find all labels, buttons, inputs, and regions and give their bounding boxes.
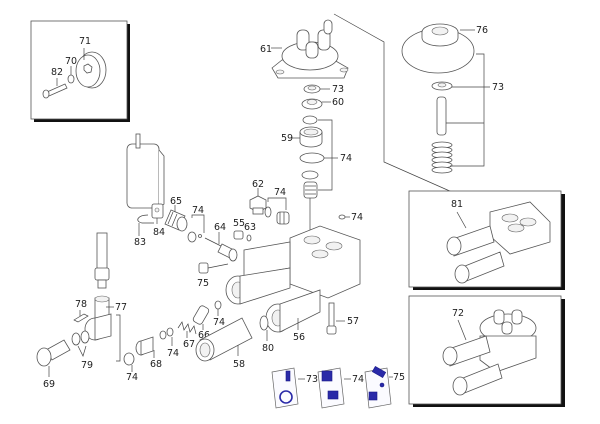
part-pipe[interactable] <box>94 232 110 289</box>
label-71: 71 <box>79 36 91 47</box>
label-58: 58 <box>233 359 245 370</box>
inset-assembly-72: 72 <box>408 295 565 407</box>
part-72-pump-assembly[interactable] <box>442 309 537 396</box>
label-76: 76 <box>476 25 488 36</box>
part-60-seal-retainer[interactable] <box>301 98 323 110</box>
label-74-62: 74 <box>274 187 286 198</box>
part-spring[interactable] <box>431 141 453 174</box>
part-check-valve[interactable] <box>303 181 318 199</box>
label-57: 57 <box>347 316 359 327</box>
part-seal-small[interactable] <box>302 115 318 125</box>
label-78: 78 <box>75 299 87 310</box>
label-69: 69 <box>43 379 55 390</box>
part-plunger[interactable] <box>436 96 447 136</box>
part-83-clip[interactable] <box>137 214 154 224</box>
label-73-top: 73 <box>332 84 344 95</box>
part-63-oring[interactable] <box>246 234 252 242</box>
label-62: 62 <box>252 179 264 190</box>
part-75-plug[interactable] <box>198 262 229 274</box>
kit-75[interactable] <box>364 365 392 409</box>
part-57-bolt[interactable] <box>326 302 337 335</box>
label-63: 63 <box>244 222 256 233</box>
label-kit-75: 75 <box>393 372 405 383</box>
label-64: 64 <box>214 222 226 233</box>
label-70: 70 <box>65 56 77 67</box>
label-77: 77 <box>115 302 127 313</box>
part-73-washer[interactable] <box>431 81 453 91</box>
label-80: 80 <box>262 343 274 354</box>
part-58-outlet-fitting[interactable] <box>195 317 253 362</box>
part-unloader-body[interactable] <box>126 133 165 209</box>
label-kit-74: 74 <box>352 374 364 385</box>
part-77-tee[interactable] <box>84 295 112 341</box>
label-55: 55 <box>233 218 245 229</box>
label-74-small: 74 <box>351 212 363 223</box>
part-74-oring-66[interactable] <box>214 300 222 310</box>
label-67: 67 <box>183 339 195 350</box>
part-valve-62[interactable] <box>276 211 290 225</box>
label-66: 66 <box>198 330 210 341</box>
label-79: 79 <box>81 360 93 371</box>
part-82-bolt[interactable] <box>42 83 68 99</box>
part-79-orings[interactable] <box>71 330 90 346</box>
part-78-clip[interactable] <box>73 313 89 323</box>
part-81-pump-assembly[interactable] <box>446 201 551 284</box>
part-68-spacer[interactable] <box>135 336 154 356</box>
part-valve-seat[interactable] <box>301 170 319 180</box>
part-74-oring-pair[interactable] <box>159 327 174 340</box>
part-70-washer[interactable] <box>67 74 75 84</box>
part-74-oring-65[interactable] <box>187 231 202 243</box>
part-74-oring-62[interactable] <box>264 206 272 218</box>
label-75: 75 <box>197 278 209 289</box>
part-67-spring[interactable] <box>177 321 197 335</box>
label-73-right: 73 <box>492 82 504 93</box>
label-65: 65 <box>170 196 182 207</box>
part-74-oring-lower[interactable] <box>123 352 135 366</box>
label-kit-73: 73 <box>306 374 318 385</box>
label-74-pair: 74 <box>167 348 179 359</box>
label-81: 81 <box>451 199 463 210</box>
part-84-bracket[interactable] <box>151 203 164 219</box>
part-69-cap[interactable] <box>36 339 71 367</box>
label-56: 56 <box>293 332 305 343</box>
part-64-piston[interactable] <box>204 237 238 262</box>
part-56-pump-body[interactable] <box>225 225 361 333</box>
part-61-manifold-cover[interactable] <box>271 19 349 79</box>
part-73-seal[interactable] <box>303 84 321 94</box>
label-84: 84 <box>153 227 165 238</box>
label-74-stack: 74 <box>340 153 352 164</box>
label-68: 68 <box>150 359 162 370</box>
part-62-plug[interactable] <box>249 195 267 215</box>
label-82: 82 <box>51 67 63 78</box>
part-80-oring[interactable] <box>259 315 269 331</box>
label-60: 60 <box>332 97 344 108</box>
inset-pulley: 71 70 82 <box>30 20 130 122</box>
inset-assembly-81: 81 <box>408 190 565 290</box>
part-59-piston-guide[interactable] <box>299 126 323 148</box>
label-74-66: 74 <box>213 317 225 328</box>
part-74-oring-stack[interactable] <box>299 152 325 164</box>
label-72: 72 <box>452 308 464 319</box>
kit-73[interactable] <box>271 367 299 409</box>
kit-74[interactable] <box>317 367 345 409</box>
label-83: 83 <box>134 237 146 248</box>
part-55-valve[interactable] <box>233 230 244 240</box>
label-74-65: 74 <box>192 205 204 216</box>
label-59: 59 <box>281 133 293 144</box>
label-61: 61 <box>260 44 272 55</box>
part-71-pulley[interactable] <box>75 51 107 89</box>
part-66-piston[interactable] <box>192 305 210 326</box>
part-74-small-oring[interactable] <box>338 214 346 220</box>
label-74-lower-left: 74 <box>126 372 138 383</box>
part-76-oil-seal[interactable] <box>401 23 475 74</box>
part-65-fitting[interactable] <box>164 209 188 232</box>
